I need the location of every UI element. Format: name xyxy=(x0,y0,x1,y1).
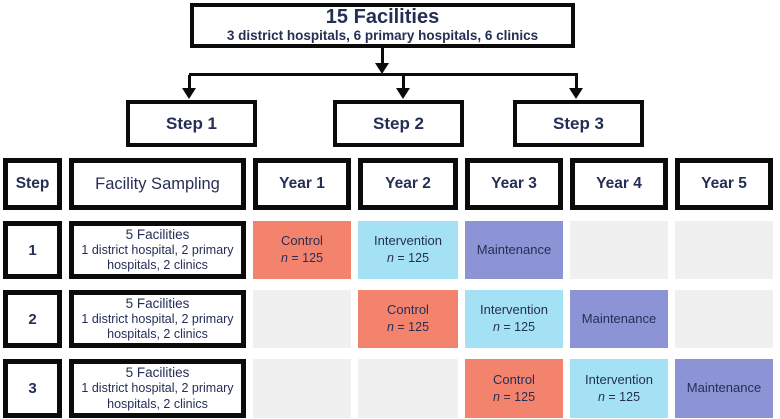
phase-label: Intervention xyxy=(585,371,653,387)
column-header-year-1: Year 1 xyxy=(253,158,351,210)
row-2-year-3-intervention-cell: Intervention n = 125 xyxy=(465,290,563,348)
column-header-step: Step xyxy=(3,158,62,210)
arrow-down-icon xyxy=(569,88,583,99)
connector-branch-line xyxy=(189,73,578,76)
row-2-year-5-empty-cell xyxy=(675,290,773,348)
step-3-label: Step 3 xyxy=(552,113,605,133)
facilities-root-box: 15 Facilities 3 district hospitals, 6 pr… xyxy=(190,3,575,48)
row-1-year-1-control-cell: Control n = 125 xyxy=(253,221,351,279)
connector-drop-2 xyxy=(402,75,405,89)
facility-count: 5 Facilities xyxy=(125,365,190,381)
row-1-year-5-empty-cell xyxy=(675,221,773,279)
row-1-step-number: 1 xyxy=(3,221,62,279)
step-2-label: Step 2 xyxy=(372,113,425,133)
phase-label: Maintenance xyxy=(476,241,552,257)
phase-label: Control xyxy=(387,302,429,318)
row-3-year-3-control-cell: Control n = 125 xyxy=(465,359,563,418)
row-1-year-2-intervention-cell: Intervention n = 125 xyxy=(358,221,458,279)
facilities-title: 15 Facilities xyxy=(325,6,440,29)
phase-label: Control xyxy=(281,233,323,249)
sample-size: n = 125 xyxy=(386,251,430,266)
connector-drop-1 xyxy=(188,75,191,89)
phase-label: Maintenance xyxy=(686,380,762,396)
sample-size: n = 125 xyxy=(280,251,324,266)
facilities-subtitle: 3 district hospitals, 6 primary hospital… xyxy=(226,28,539,44)
row-3-facility-sampling: 5 Facilities 1 district hospital, 2 prim… xyxy=(69,359,246,418)
step-2-box: Step 2 xyxy=(333,100,464,147)
sample-size: n = 125 xyxy=(597,389,641,404)
phase-label: Maintenance xyxy=(581,310,657,326)
arrow-down-icon xyxy=(396,88,410,99)
step-1-box: Step 1 xyxy=(126,100,257,147)
row-1-year-3-maintenance-cell: Maintenance xyxy=(465,221,563,279)
row-1-year-4-empty-cell xyxy=(570,221,668,279)
row-1-facility-sampling: 5 Facilities 1 district hospital, 2 prim… xyxy=(69,221,246,279)
arrow-down-icon xyxy=(375,63,389,74)
row-3-step-number: 3 xyxy=(3,359,62,418)
row-2-year-1-empty-cell xyxy=(253,290,351,348)
row-2-step-number: 2 xyxy=(3,290,62,348)
phase-label: Intervention xyxy=(480,302,548,318)
column-header-year-5: Year 5 xyxy=(675,158,773,210)
phase-label: Control xyxy=(493,371,535,387)
connector-stem xyxy=(381,47,384,64)
column-header-year-3: Year 3 xyxy=(465,158,563,210)
facility-count: 5 Facilities xyxy=(125,226,190,242)
row-2-year-4-maintenance-cell: Maintenance xyxy=(570,290,668,348)
facility-detail: 1 district hospital, 2 primary hospitals… xyxy=(81,242,234,273)
phase-label: Intervention xyxy=(374,233,442,249)
arrow-down-icon xyxy=(182,88,196,99)
row-3-year-2-empty-cell xyxy=(358,359,458,418)
row-3-year-5-maintenance-cell: Maintenance xyxy=(675,359,773,418)
row-3-year-1-empty-cell xyxy=(253,359,351,418)
column-header-year-4: Year 4 xyxy=(570,158,668,210)
step-1-label: Step 1 xyxy=(165,113,218,133)
design-table: Step Facility Sampling Year 1 Year 2 Yea… xyxy=(3,158,773,418)
column-header-facility-sampling: Facility Sampling xyxy=(69,158,246,210)
row-3-year-4-intervention-cell: Intervention n = 125 xyxy=(570,359,668,418)
facility-detail: 1 district hospital, 2 primary hospitals… xyxy=(81,311,234,342)
row-2-year-2-control-cell: Control n = 125 xyxy=(358,290,458,348)
facility-detail: 1 district hospital, 2 primary hospitals… xyxy=(81,381,234,411)
sample-size: n = 125 xyxy=(386,320,430,335)
row-2-facility-sampling: 5 Facilities 1 district hospital, 2 prim… xyxy=(69,290,246,348)
step-3-box: Step 3 xyxy=(513,100,644,147)
connector-drop-3 xyxy=(575,75,578,89)
sample-size: n = 125 xyxy=(492,320,536,335)
sample-size: n = 125 xyxy=(492,389,536,404)
column-header-year-2: Year 2 xyxy=(358,158,458,210)
facility-count: 5 Facilities xyxy=(125,295,190,311)
